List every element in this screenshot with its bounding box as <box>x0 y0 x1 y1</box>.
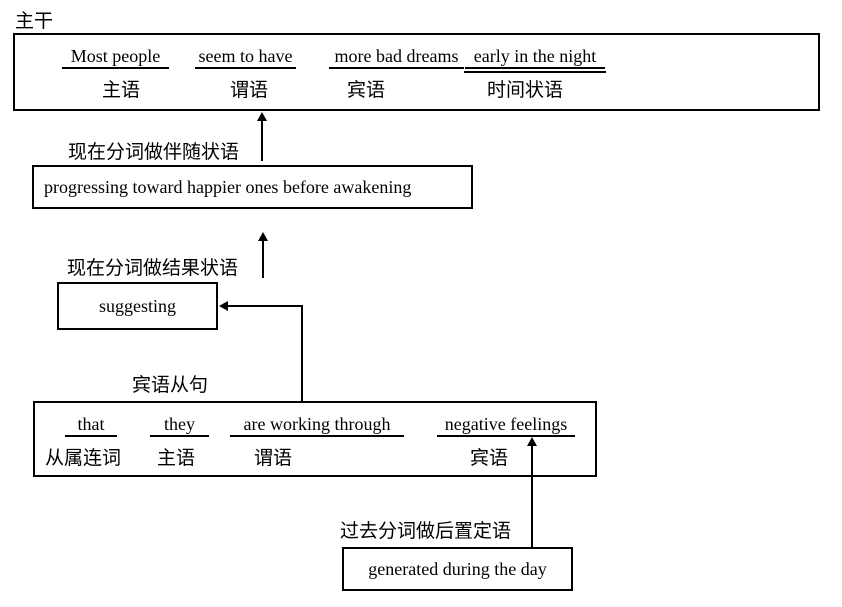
object-clause-label: 宾语从句 <box>132 375 209 396</box>
up-arrowhead-icon <box>527 437 537 446</box>
arrow-shaft <box>531 445 533 547</box>
generated-box: generated during the day <box>342 547 573 591</box>
suggesting-box: suggesting <box>57 282 218 330</box>
up-arrowhead-icon <box>257 112 267 121</box>
main-time-adverbial: early in the night <box>464 45 606 73</box>
clause-object: negative feelings <box>437 413 575 437</box>
participle-adverbial-1-label: 现在分词做伴随状语 <box>68 142 240 163</box>
main-subject-role: 主语 <box>102 80 141 101</box>
progressing-box: progressing toward happier ones before a… <box>32 165 473 209</box>
up-arrowhead-icon <box>258 232 268 241</box>
arrow-shaft <box>262 240 264 278</box>
main-predicate: seem to have <box>195 45 296 69</box>
clause-subject-role: 主语 <box>157 448 196 469</box>
clause-predicate: are working through <box>230 413 404 437</box>
connector-horizontal <box>228 305 303 307</box>
main-predicate-role: 谓语 <box>230 80 269 101</box>
clause-subject: they <box>150 413 209 437</box>
main-subject: Most people <box>62 45 169 69</box>
left-arrowhead-icon <box>219 301 228 311</box>
clause-conjunction-role: 从属连词 <box>45 448 122 469</box>
object-clause-box: that they are working through negative f… <box>33 401 597 477</box>
clause-conjunction: that <box>65 413 117 437</box>
trunk-label: 主干 <box>15 11 54 32</box>
participle-adverbial-2-label: 现在分词做结果状语 <box>67 258 239 279</box>
connector-vertical <box>301 305 303 401</box>
arrow-shaft <box>261 120 263 161</box>
main-object-role: 宾语 <box>347 80 386 101</box>
main-time-adverbial-role: 时间状语 <box>487 80 564 101</box>
main-object: more bad dreams <box>329 45 464 69</box>
clause-predicate-role: 谓语 <box>254 448 293 469</box>
main-clause-box: Most people seem to have more bad dreams… <box>13 33 820 111</box>
clause-object-role: 宾语 <box>470 448 509 469</box>
past-participle-label: 过去分词做后置定语 <box>340 521 512 542</box>
